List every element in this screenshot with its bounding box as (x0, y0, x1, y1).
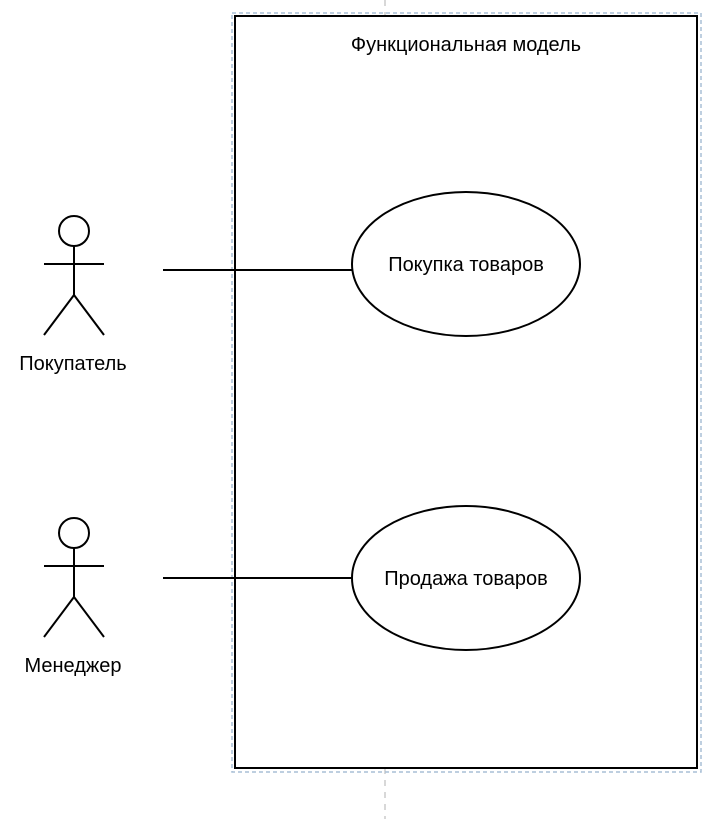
system-title: Функциональная модель (351, 34, 581, 56)
use-case-ellipse (351, 191, 581, 337)
actor-buyer-label: Покупатель (19, 353, 126, 375)
use-case-purchase[interactable]: Покупка товаров (351, 191, 581, 337)
use-case-sale[interactable]: Продажа товаров (351, 505, 581, 651)
actor-manager[interactable]: Менеджер (24, 517, 122, 677)
actor-figure-icon (43, 517, 105, 638)
actor-figure-icon (43, 215, 105, 336)
use-case-ellipse (351, 505, 581, 651)
actor-buyer[interactable]: Покупатель (19, 215, 127, 375)
selection-outline (231, 12, 702, 773)
use-case-purchase-label: Покупка товаров (388, 254, 544, 276)
use-case-sale-label: Продажа товаров (384, 568, 548, 590)
system-boundary[interactable] (234, 15, 698, 769)
actor-manager-label: Менеджер (24, 655, 121, 677)
